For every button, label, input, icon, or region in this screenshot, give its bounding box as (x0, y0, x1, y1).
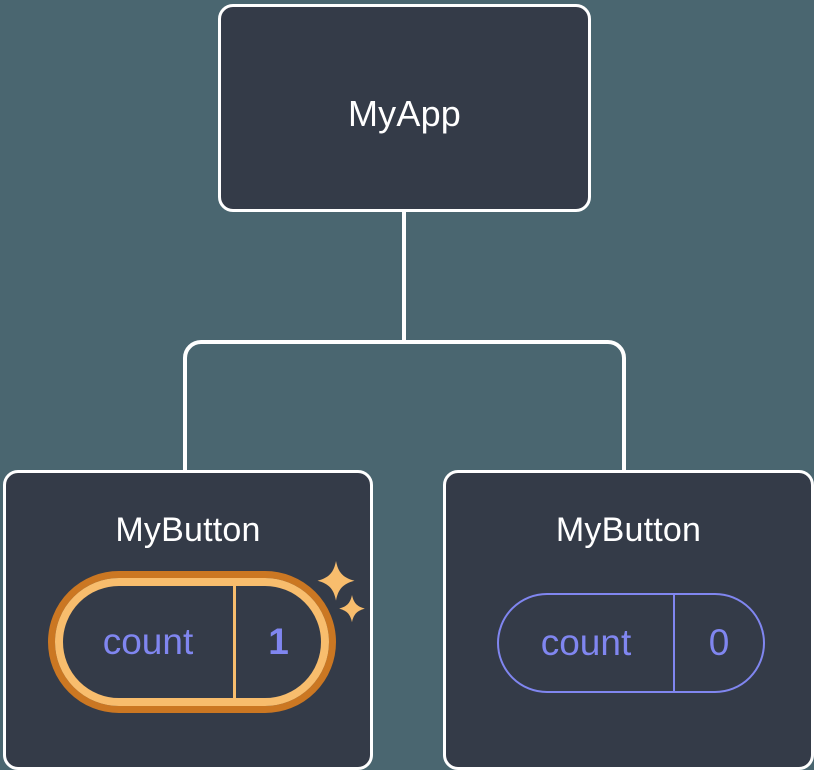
node-myapp[interactable]: MyApp (218, 4, 591, 212)
diagram-canvas: MyApp MyButton count 1 MyButton count 0 (3, 4, 814, 770)
connector-branch-right (404, 340, 626, 472)
state-value-label: 1 (233, 586, 321, 698)
node-title-mybutton-left: MyButton (115, 511, 261, 549)
state-pill-highlighted[interactable]: count 1 (48, 571, 336, 713)
state-pill-inner-ring: count 1 (55, 578, 329, 706)
node-title-mybutton-right: MyButton (555, 511, 702, 549)
state-pill-plain[interactable]: count 0 (497, 593, 765, 693)
state-key-label: count (540, 622, 632, 663)
connector-branch-left (183, 340, 404, 472)
state-value-label: 0 (673, 595, 763, 691)
state-pill-outer-ring: count 1 (48, 571, 336, 713)
node-mybutton-right[interactable]: MyButton count 0 (443, 470, 814, 770)
state-pill-outline: count 0 (497, 593, 765, 693)
state-key-label: count (102, 621, 194, 662)
node-title-myapp: MyApp (347, 93, 462, 134)
node-mybutton-left[interactable]: MyButton count 1 (3, 470, 373, 770)
